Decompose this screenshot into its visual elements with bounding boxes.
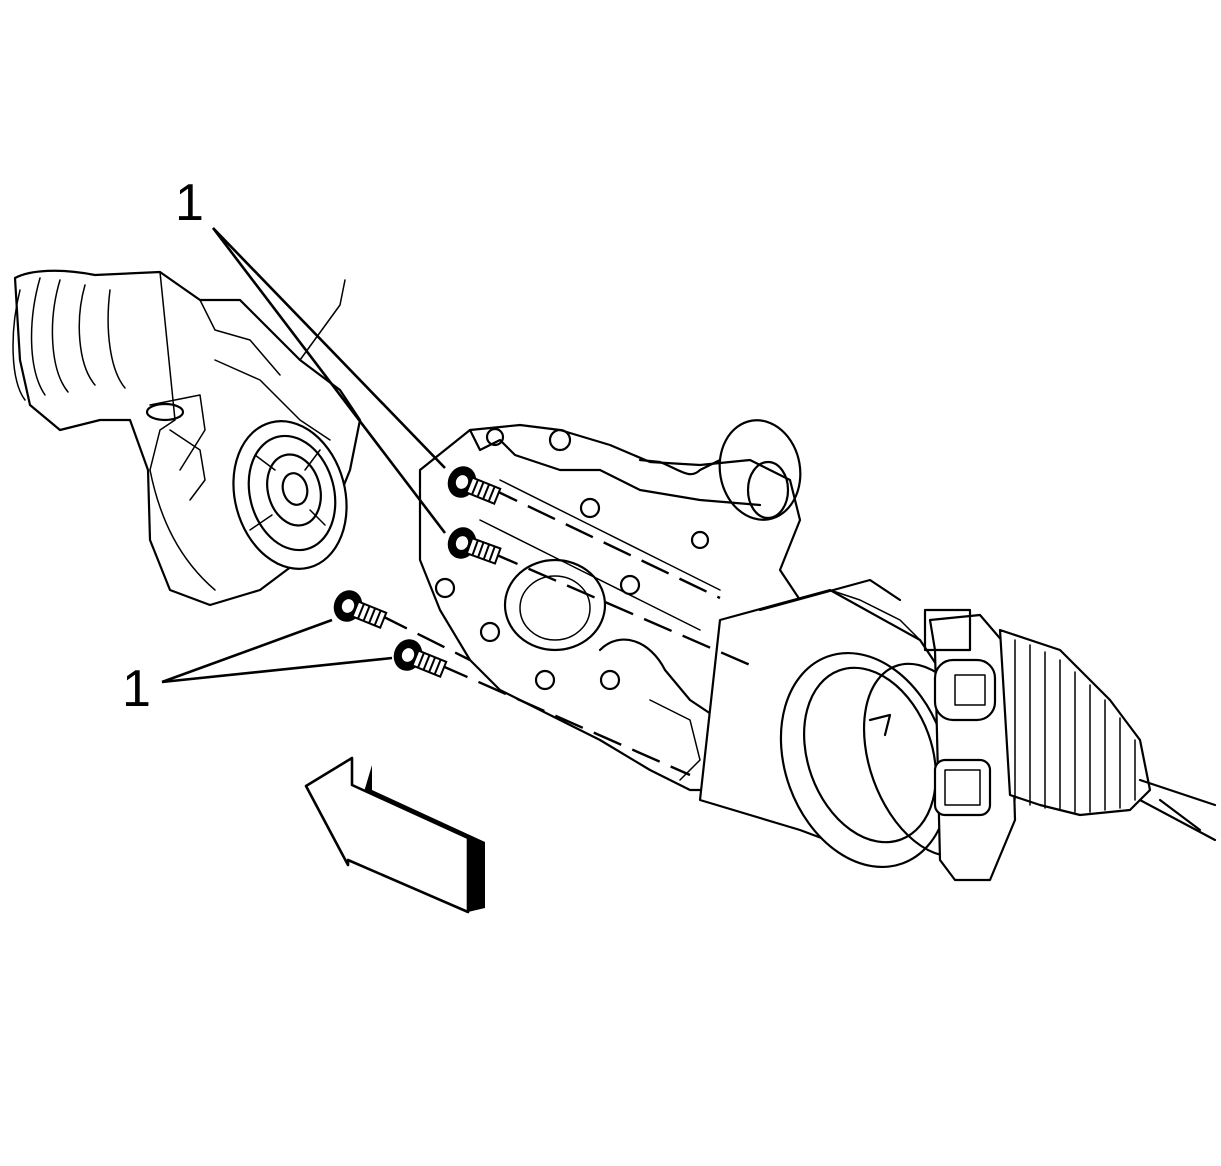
direction-arrow-icon xyxy=(304,756,485,914)
rack-boot xyxy=(998,628,1152,817)
bolt-icon xyxy=(333,590,388,629)
tie-rod xyxy=(1138,778,1217,842)
callout-leaders-top xyxy=(211,227,447,534)
pulley xyxy=(232,420,348,570)
assist-motor xyxy=(698,578,998,869)
callout-leaders-bottom xyxy=(161,618,393,684)
electrical-connector xyxy=(923,608,1017,882)
mounting-ring xyxy=(718,419,802,521)
bolt-icon xyxy=(447,466,502,505)
callout-label-top: 1 xyxy=(175,174,204,232)
bolt-icon xyxy=(447,527,502,565)
callout-label-bottom: 1 xyxy=(122,660,151,718)
bolt-alignment-lines xyxy=(379,486,751,777)
drive-unit xyxy=(12,269,362,607)
bolt-icon xyxy=(393,639,448,678)
